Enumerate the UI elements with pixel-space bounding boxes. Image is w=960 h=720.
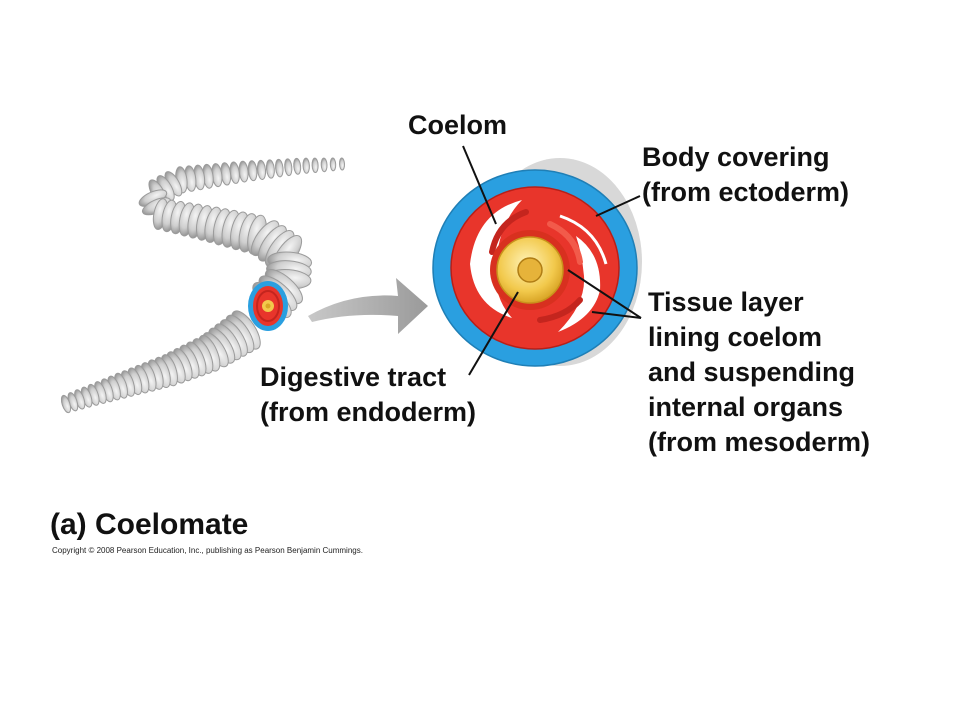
zoom-arrow: [308, 278, 428, 334]
coelom-cavity-right: [558, 236, 601, 332]
worm-segment: [329, 157, 337, 172]
label-body-covering: Body covering (from ectoderm): [642, 140, 849, 210]
leader-tissue-layer-1: [567, 269, 642, 319]
label-coelom: Coelom: [408, 110, 508, 140]
figure-caption: (a) Coelomate: [50, 508, 249, 541]
label-tissue-layer-line-4: internal organs: [648, 392, 844, 422]
gut-lumen: [517, 257, 543, 283]
worm-segment: [338, 157, 346, 171]
worm-segment: [284, 158, 293, 177]
label-digestive-tract-line-1: Digestive tract: [260, 362, 447, 392]
worm-segment: [256, 159, 267, 180]
leader-coelom: [462, 145, 497, 225]
label-tissue-layer-line-3: and suspending: [648, 357, 856, 387]
worm-segment: [60, 394, 72, 414]
label-digestive-tract: Digestive tract (from endoderm): [260, 360, 476, 430]
worm-cut-section: [248, 281, 288, 331]
worm-segment: [265, 159, 275, 179]
worm-segment: [247, 160, 258, 182]
label-tissue-layer: Tissue layer lining coelom and suspendin…: [648, 285, 870, 460]
cross-section: [432, 158, 642, 367]
worm-segment: [320, 157, 328, 173]
label-digestive-tract-line-2: (from endoderm): [260, 397, 476, 427]
worm-segment: [238, 160, 249, 183]
label-tissue-layer-line-5: (from mesoderm): [648, 427, 871, 457]
worm-segment: [275, 158, 284, 178]
leader-body-covering: [595, 195, 641, 217]
label-body-covering-line-2: (from ectoderm): [642, 177, 850, 207]
earthworm-lower-body: [60, 310, 261, 414]
worm-segment: [311, 157, 319, 173]
label-tissue-layer-line-1: Tissue layer: [648, 287, 804, 317]
label-body-covering-line-1: Body covering: [642, 142, 830, 172]
worm-segment: [302, 157, 310, 174]
leader-digestive-tract: [468, 291, 519, 376]
label-tissue-layer-line-2: lining coelom: [648, 322, 823, 352]
copyright-notice: Copyright © 2008 Pearson Education, Inc.…: [52, 546, 363, 555]
leader-tissue-layer-2: [591, 311, 642, 319]
leader-lines: [462, 145, 642, 376]
worm-segment: [293, 157, 302, 175]
earthworm-upper-body: [138, 157, 346, 319]
